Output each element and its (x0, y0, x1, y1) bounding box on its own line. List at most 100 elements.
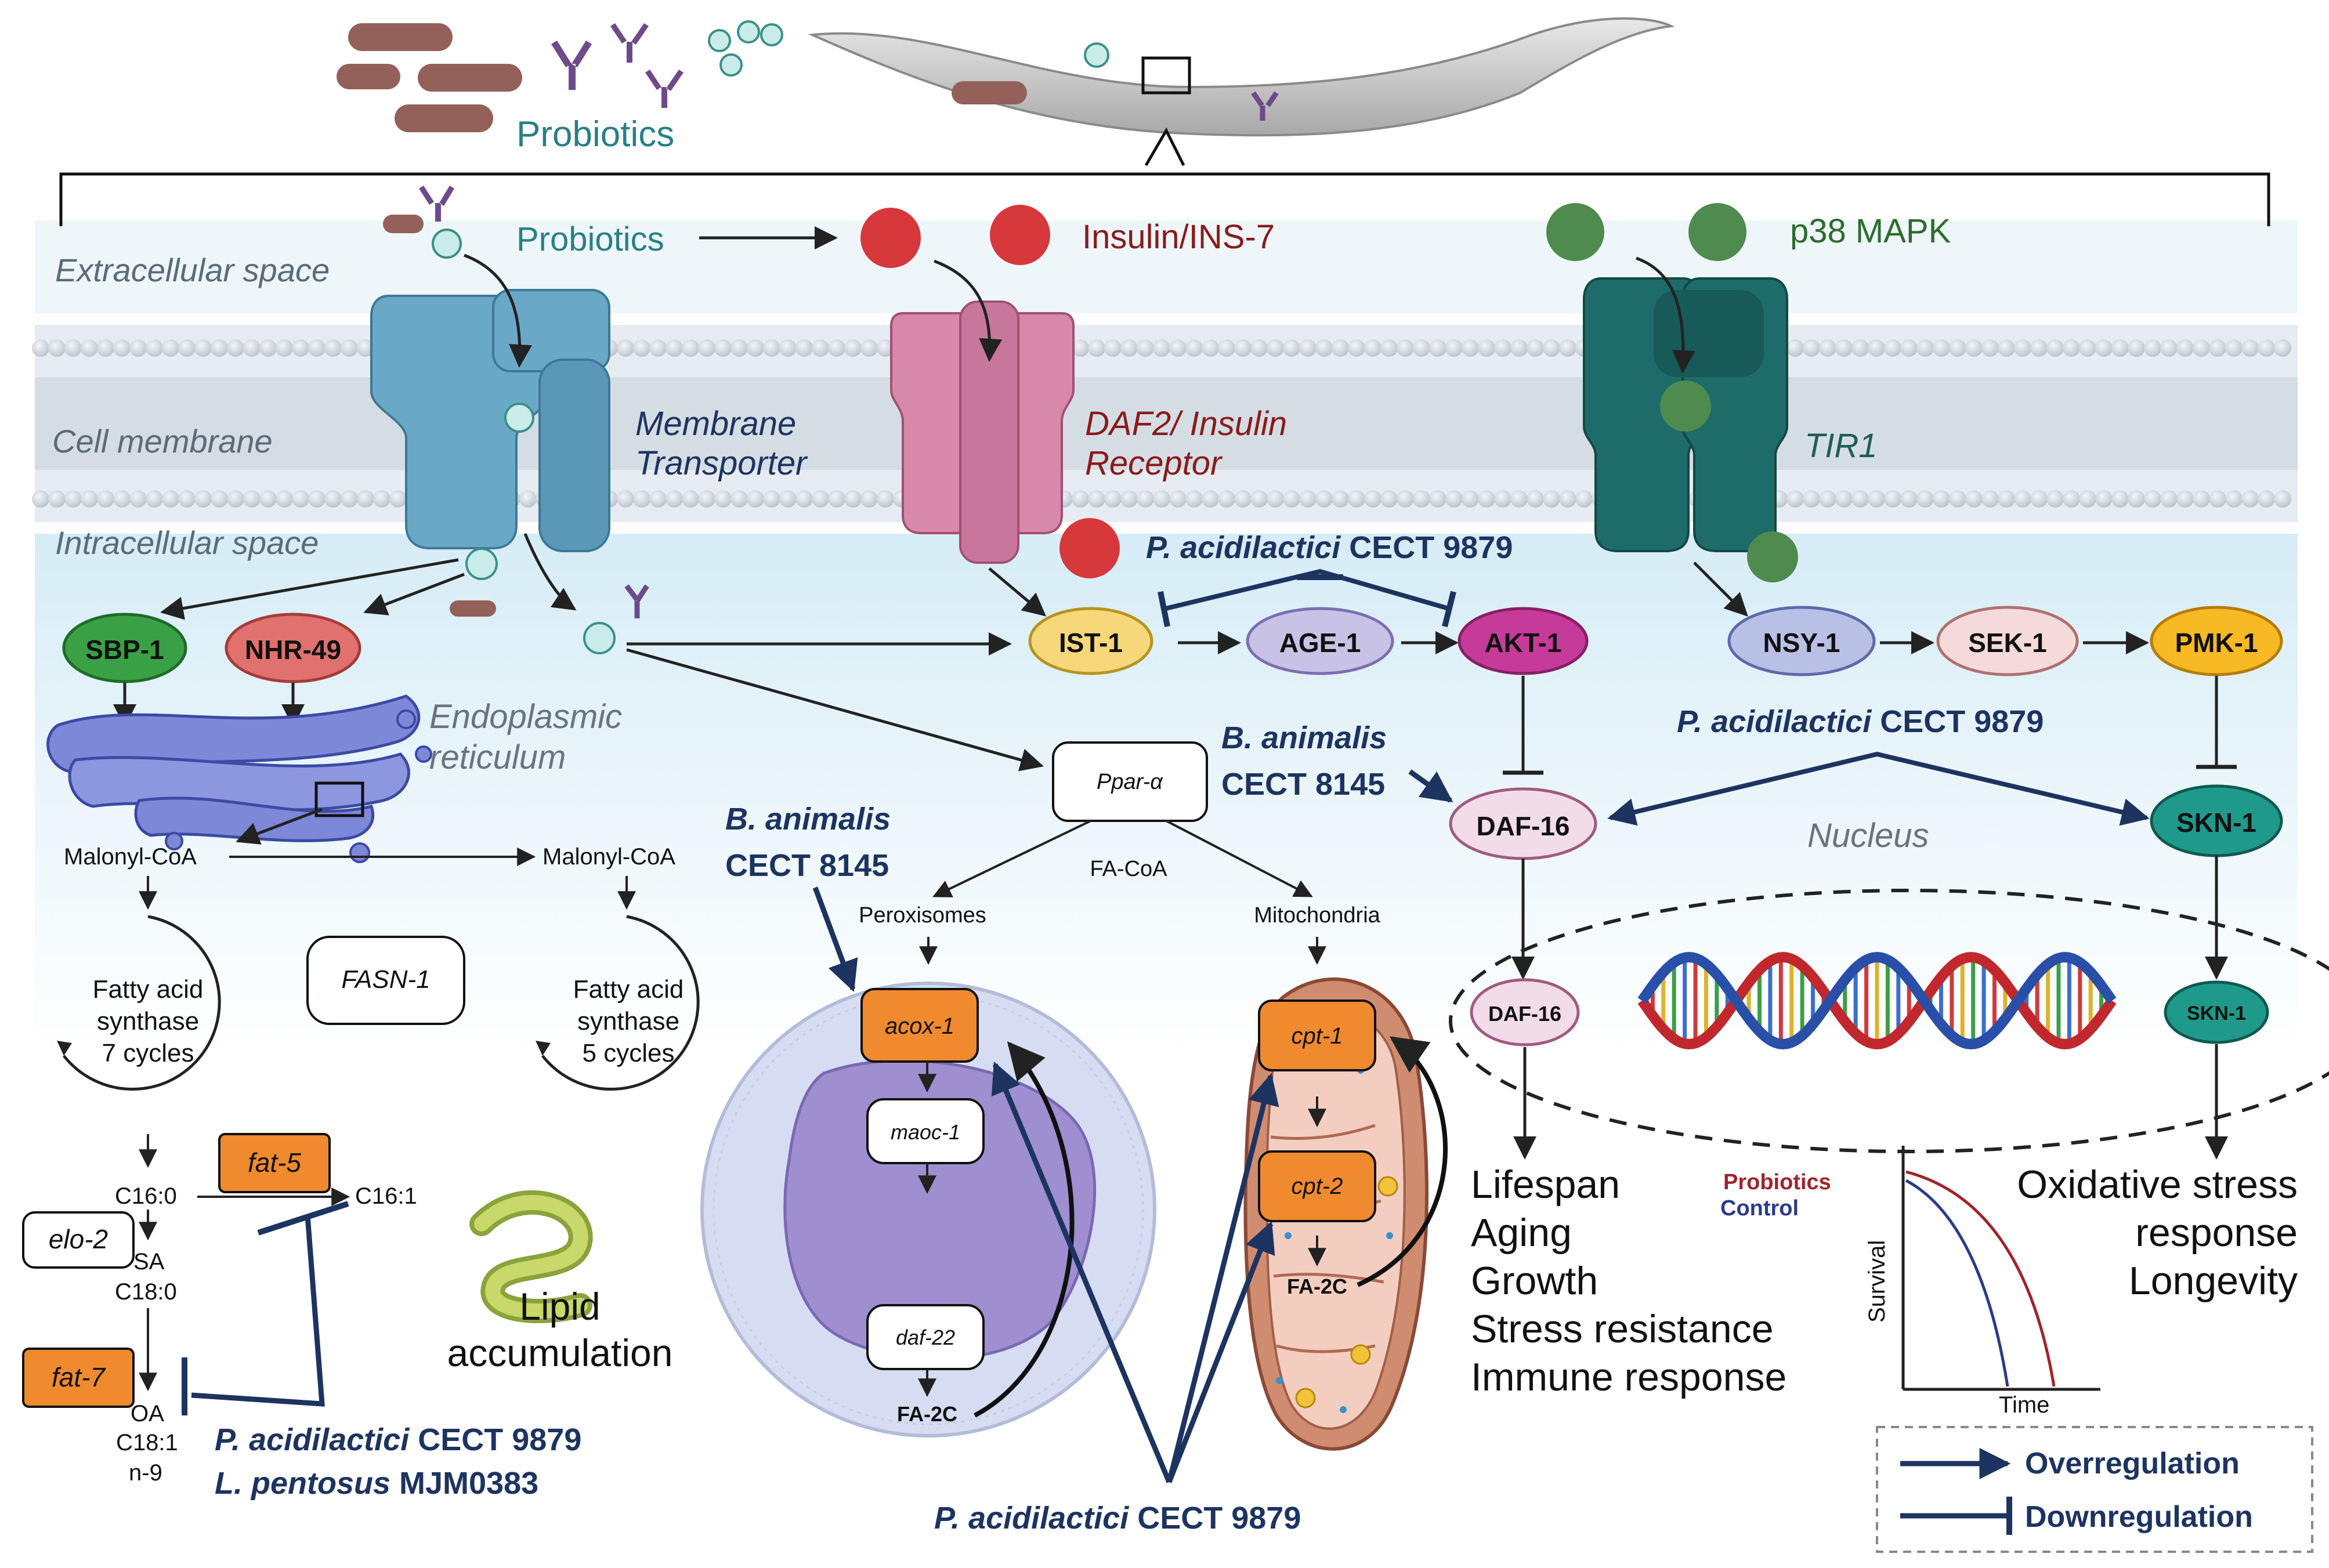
svg-text:elo-2: elo-2 (49, 1224, 108, 1254)
fatty-acid-synthase-7-cycles: Fatty acid synthase 7 cycles (57, 915, 221, 1091)
pacid-bottom-arrows (991, 1062, 1279, 1483)
transporter-to-sbp1-arrow (160, 558, 459, 620)
insulin-bound (1059, 518, 1120, 578)
sek1-node: SEK-1 (1936, 606, 2079, 676)
survival-chart: Survival Time (1864, 1146, 2100, 1418)
mitochondria-label: Mitochondria (1254, 903, 1380, 928)
fa2c-right-label: FA-2C (1287, 1274, 1347, 1298)
age1-node: AGE-1 (1246, 607, 1394, 675)
survival-curve-control (1905, 1179, 2009, 1387)
fat5-box: fat-5 (218, 1133, 331, 1193)
svg-text:response: response (2135, 1211, 2298, 1255)
svg-text:fat-7: fat-7 (52, 1362, 106, 1392)
p38-ligand-1 (1546, 203, 1604, 261)
survival-legend-control: Control (1720, 1196, 1799, 1221)
daf16-nuclear-node: DAF-16 (1470, 978, 1580, 1046)
pacid-right-branch-line (1607, 751, 2150, 826)
lipid-accum-label-1: Lipid (519, 1285, 600, 1328)
nucleus-label: Nucleus (1807, 817, 1929, 854)
svg-text:Aging: Aging (1471, 1211, 1572, 1255)
svg-text:synthase: synthase (577, 1007, 679, 1035)
intracellular-label: Intracellular space (55, 524, 319, 561)
maoc1-box: maoc-1 (866, 1098, 985, 1164)
insulin-ligand-1 (860, 208, 921, 268)
svg-text:Longevity: Longevity (2129, 1259, 2298, 1303)
nucleus-boundary (1449, 889, 2329, 1153)
transporter-label-2: Transporter (635, 444, 808, 482)
survival-curve-probiotics (1905, 1170, 2056, 1387)
svg-text:FASN-1: FASN-1 (341, 965, 430, 994)
sbp1-node: SBP-1 (62, 613, 187, 683)
membrane-transporter (370, 289, 610, 552)
insulin-ligand-2 (990, 205, 1050, 265)
svg-text:maoc-1: maoc-1 (891, 1120, 960, 1144)
ppar-to-mitochondria-arrow (1166, 820, 1313, 897)
insulin-in-arrow (934, 259, 1003, 362)
svg-text:7 cycles: 7 cycles (102, 1039, 194, 1067)
elo2-box: elo-2 (22, 1211, 135, 1269)
transporter-in-arrow (464, 254, 532, 368)
nsy1-node: NSY-1 (1727, 606, 1876, 676)
acox1-box: acox-1 (860, 988, 979, 1063)
svg-text:SEK-1: SEK-1 (1968, 628, 2046, 658)
cpt1-box: cpt-1 (1258, 1000, 1376, 1071)
svg-text:Oxidative stress: Oxidative stress (2017, 1163, 2298, 1207)
insulin-label: Insulin/INS-7 (1082, 218, 1275, 256)
regulation-legend: Overregulation Downregulation (1876, 1426, 2313, 1553)
daf2-label-2: Receptor (1085, 444, 1223, 482)
malonyl-coa-left: Malonyl-CoA (64, 844, 197, 870)
legend-down-label: Downregulation (2025, 1500, 2253, 1534)
internalized-probiotic-2 (583, 622, 616, 654)
lipid-worm-icon (469, 1190, 593, 1323)
svg-text:synthase: synthase (97, 1007, 199, 1035)
lipid-inhibition-line (191, 1215, 325, 1407)
transporter-to-nhr49-arrow (363, 573, 465, 615)
svg-text:SKN-1: SKN-1 (2187, 1002, 2246, 1024)
akt1-inhibition-bar (1442, 591, 1456, 628)
legend-over-label: Overregulation (2025, 1447, 2240, 1480)
transporter-label-1: Membrane (635, 405, 796, 443)
svg-text:Fatty acid: Fatty acid (573, 975, 684, 1004)
peroxisomes-label: Peroxisomes (859, 903, 986, 928)
banim-left-label-1: B. animalis (725, 802, 891, 836)
banim-to-acox1-arrow (812, 886, 858, 993)
p38-bound (1747, 531, 1798, 582)
lpent-label: L. pentosus MJM0383 (215, 1466, 538, 1501)
internalized-probiotic-1 (465, 548, 498, 580)
skn1-node: SKN-1 (2150, 784, 2283, 857)
skn1-outcomes: Oxidative stress response Longevity (2017, 1163, 2298, 1303)
er-zoom-arrow (236, 807, 323, 845)
fat5-inhibition-bar (257, 1201, 349, 1236)
banim-left-label-2: CECT 8145 (725, 848, 889, 883)
malonyl-coa-right: Malonyl-CoA (543, 844, 675, 870)
svg-text:fat-5: fat-5 (248, 1147, 301, 1178)
probiotics-illustration: Probiotics (337, 20, 783, 154)
svg-text:daf-22: daf-22 (896, 1326, 955, 1349)
fat7-box: fat-7 (22, 1348, 135, 1408)
svg-text:NHR-49: NHR-49 (245, 635, 341, 665)
internalized-bacterium (450, 600, 496, 617)
svg-text:SBP-1: SBP-1 (85, 635, 164, 665)
daf2-insulin-receptor (890, 300, 1075, 564)
worm-illustration (808, 17, 1675, 166)
p38-label: p38 MAPK (1790, 212, 1951, 250)
facoa-label: FA-CoA (1090, 857, 1167, 881)
extracellular-label: Extracellular space (55, 252, 330, 288)
p38-ligand-2 (1688, 203, 1746, 261)
er-label-1: Endoplasmic (429, 698, 622, 736)
banim-mid-label-1: B. animalis (1221, 720, 1387, 755)
p38-in-arrow (1636, 256, 1695, 374)
internalized-antibody (624, 584, 649, 618)
pacid-lipid-label: P. acidilactici CECT 9879 (215, 1422, 581, 1457)
probiotic-to-ppar-arrow (626, 648, 1044, 772)
n9-label: n-9 (129, 1460, 162, 1486)
survival-ylabel: Survival (1864, 1240, 1890, 1323)
svg-text:Immune response: Immune response (1471, 1355, 1786, 1399)
ppar-to-peroxisomes-arrow (932, 820, 1091, 897)
c160-label: C16:0 (115, 1183, 177, 1209)
endoplasmic-reticulum (46, 694, 432, 863)
pacid-top-inhibition-line (1163, 568, 1452, 611)
svg-text:PMK-1: PMK-1 (2175, 628, 2258, 658)
svg-text:Lifespan: Lifespan (1471, 1163, 1620, 1207)
